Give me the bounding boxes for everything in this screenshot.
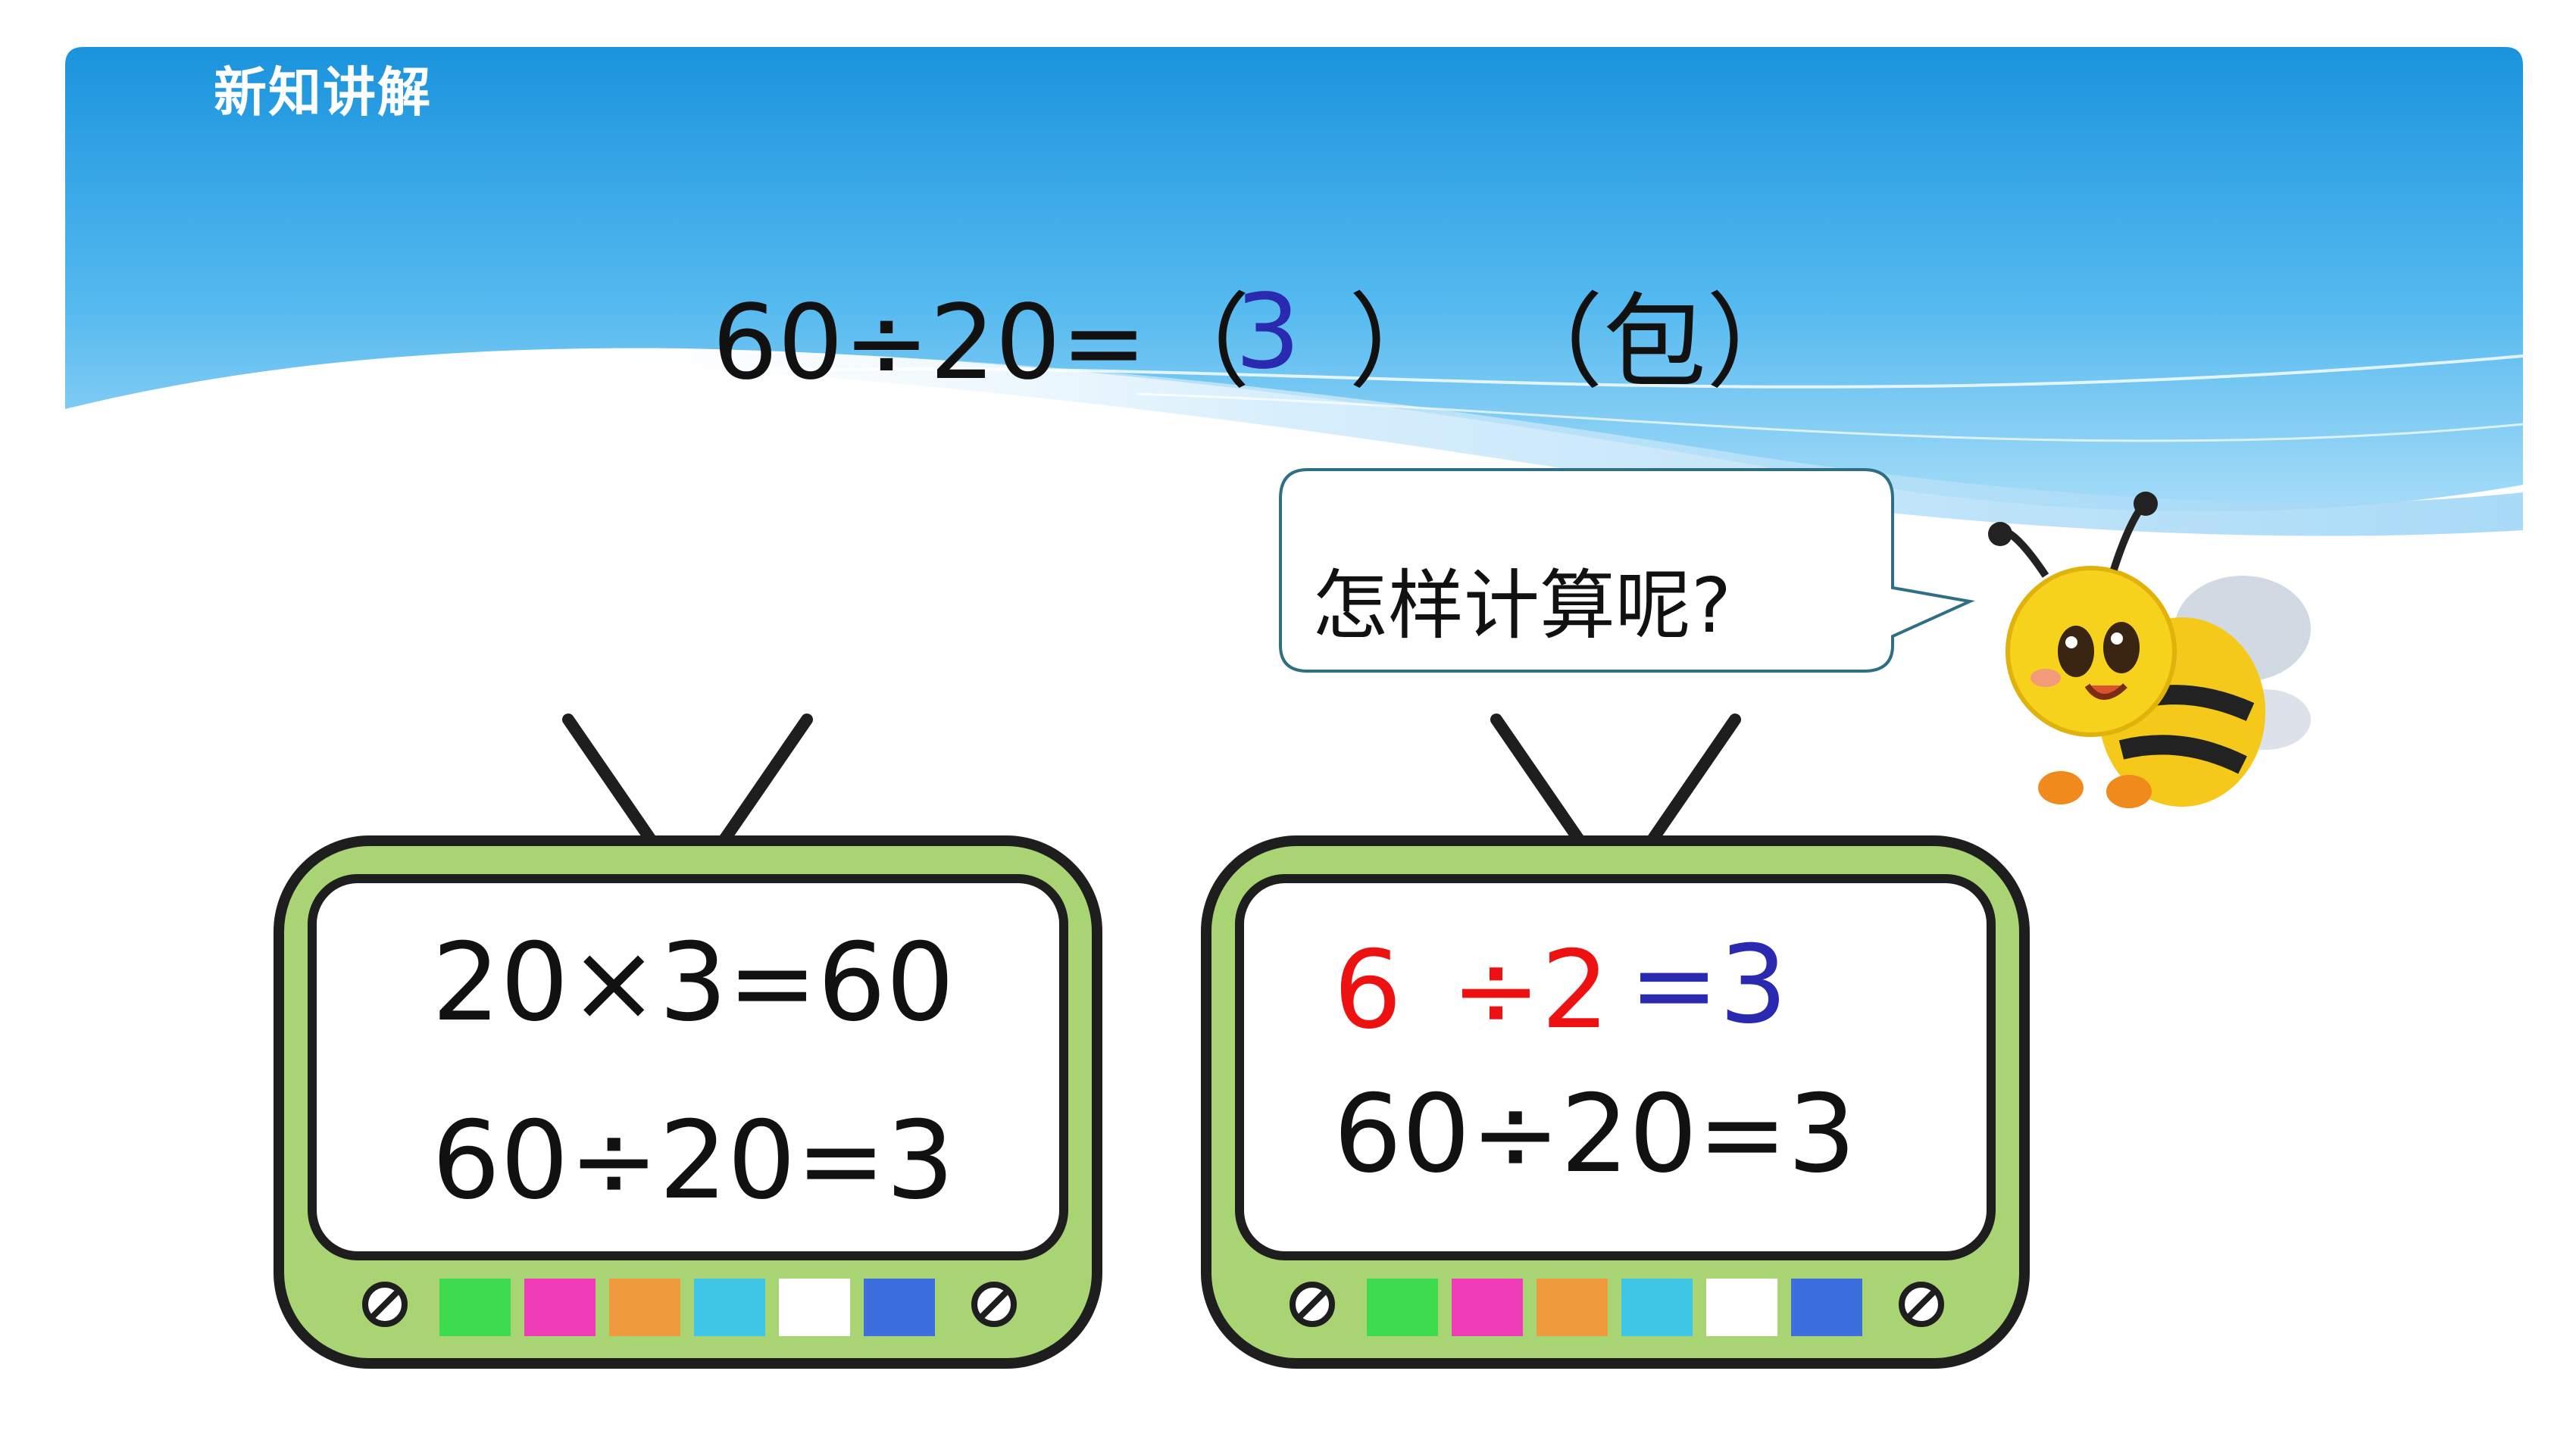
equation-close-paren: ） (1349, 283, 1452, 403)
equation-answer: 3 (1235, 273, 1301, 392)
section-title: 新知讲解 (214, 61, 432, 123)
tv-right-line-1-divisor: ÷2 (1451, 928, 1610, 1053)
tv-right-line-1-digit: 6 (1333, 928, 1402, 1053)
speech-bubble (1279, 468, 1975, 673)
main-equation: 60÷20=（ 3 ） （包） (712, 259, 1809, 408)
equation-unit: （包） (1500, 283, 1809, 403)
tv-right (1201, 714, 2030, 1369)
tv-right-line-1-result: =3 (1629, 923, 1788, 1048)
tv-left-line-1: 20×3=60 (432, 920, 955, 1045)
bee-mascot-icon (1988, 492, 2311, 808)
tv-left (274, 714, 1102, 1369)
tv-left-line-2: 60÷20=3 (432, 1098, 955, 1223)
header-banner (65, 47, 2524, 536)
equation-lhs: 60÷20=（ (712, 283, 1251, 403)
speech-bubble-text: 怎样计算呢? (1312, 561, 1732, 650)
tv-right-line-2: 60÷20=3 (1333, 1072, 1856, 1197)
